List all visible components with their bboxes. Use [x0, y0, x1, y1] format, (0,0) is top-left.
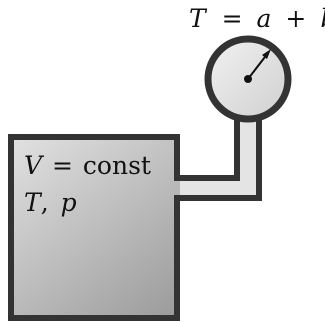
gas-container	[8, 114, 262, 321]
gauge-equation: T = a + bp	[189, 4, 325, 33]
pressure-gauge	[204, 35, 292, 123]
container-volume-label: V = const	[24, 151, 151, 180]
gauge-needle-tip	[262, 49, 271, 59]
gauge-pivot	[244, 75, 252, 83]
connecting-tube	[180, 118, 256, 195]
container-state-label: T, p	[24, 188, 77, 217]
gauge-needle	[247, 52, 269, 80]
